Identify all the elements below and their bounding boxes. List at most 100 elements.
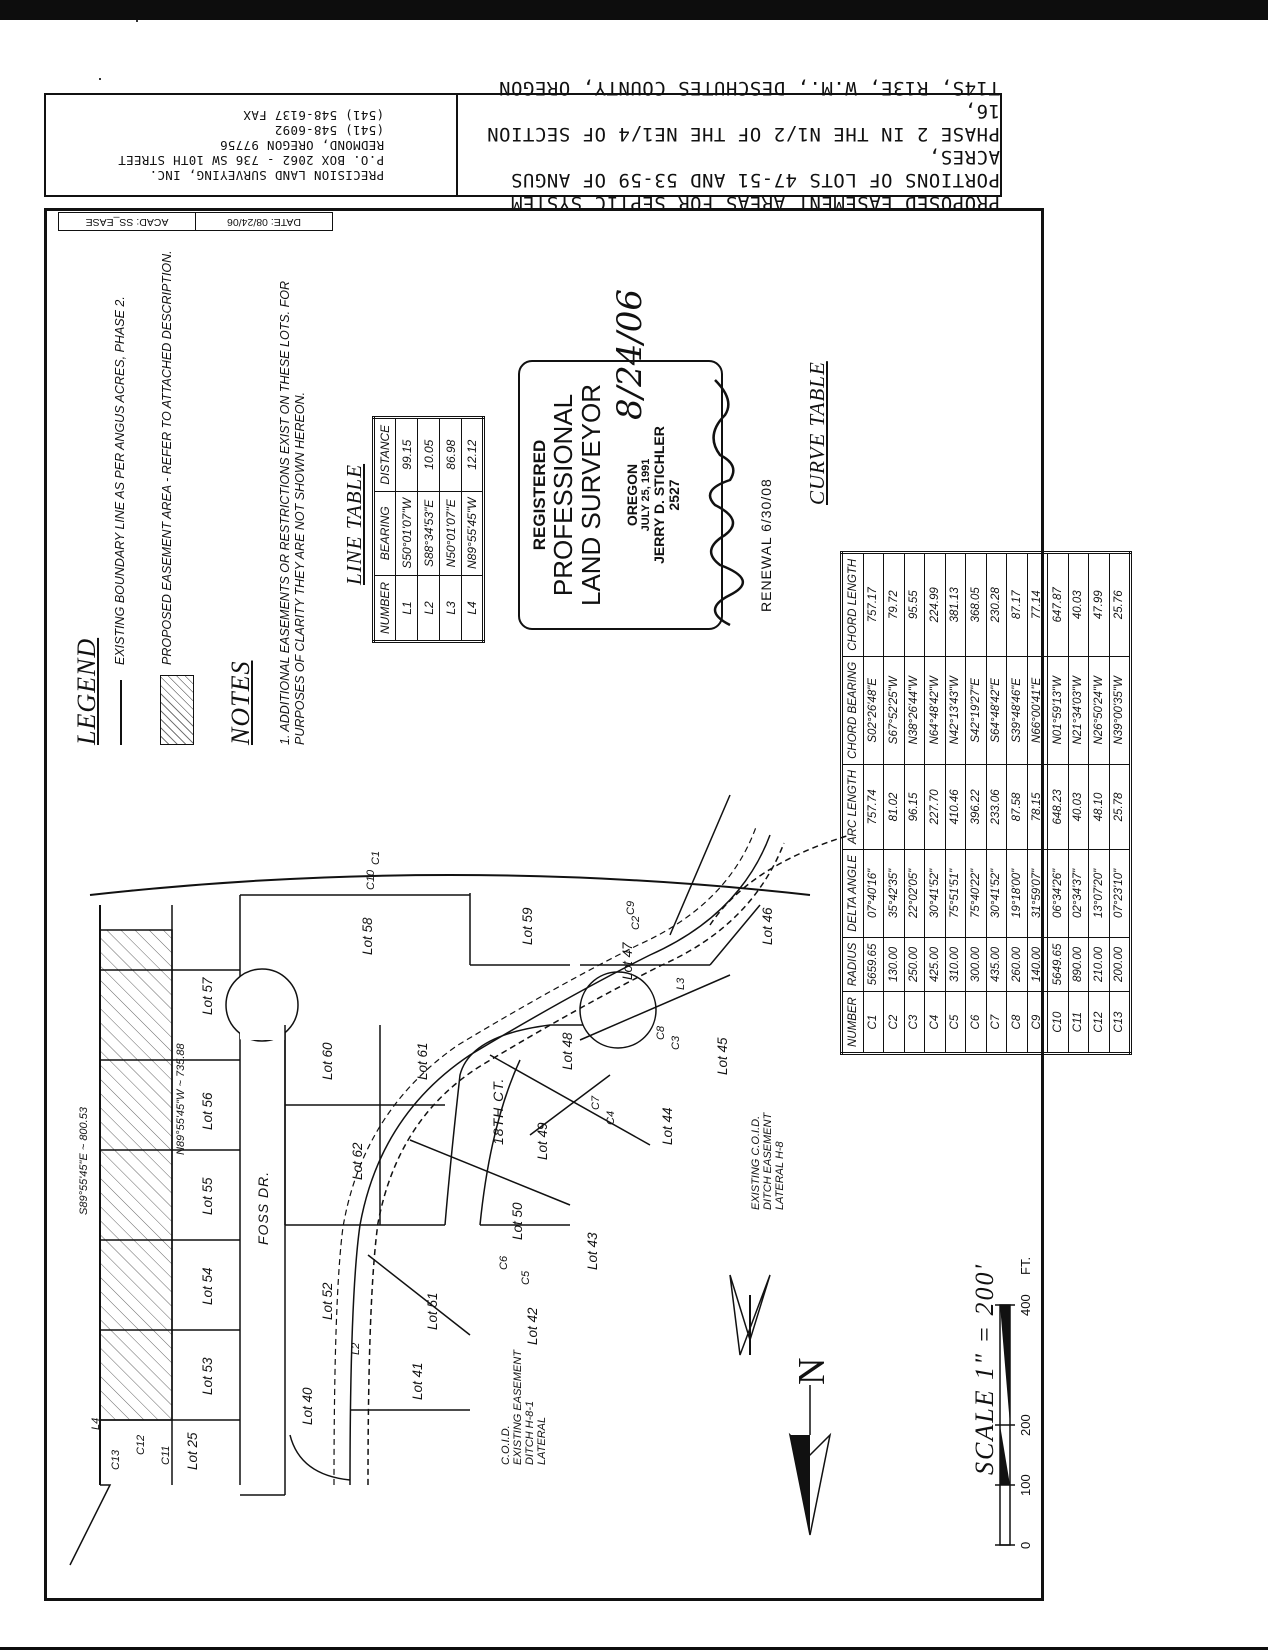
notes-title: NOTES	[226, 660, 255, 745]
lot-line	[367, 1254, 471, 1336]
table-header: NUMBER BEARING DISTANCE	[373, 417, 396, 642]
curve-label-c12: C12	[135, 1434, 147, 1455]
lot-label: Lot 54	[200, 1267, 215, 1305]
bearing-inner: N89°55'45"W ~ 735.88	[175, 1043, 187, 1155]
lot-label: Lot 49	[535, 1122, 550, 1160]
lot-label: Lot 43	[585, 1232, 600, 1270]
lot-label: Lot 25	[185, 1432, 200, 1470]
street-18th-ct: 18TH CT.	[490, 1077, 506, 1145]
lot-lines-60-62	[284, 1025, 445, 1226]
scale-tick: 200	[1018, 1414, 1033, 1436]
bearing-top: S89°55'45"E ~ 800.53	[78, 1107, 90, 1215]
scale-bar	[995, 1304, 1015, 1546]
curve-table-title: CURVE TABLE	[805, 361, 829, 505]
lot-label: Lot 55	[200, 1177, 215, 1215]
curve-label-c7: C7	[590, 1095, 602, 1110]
lot-line	[529, 1074, 611, 1136]
scan-speck	[136, 20, 138, 22]
curve-label-c3: C3	[670, 1035, 682, 1050]
title-block: PRECISION LAND SURVEYING, INC. P.O. BOX …	[44, 77, 1002, 214]
scan-bottom-edge	[0, 1647, 1268, 1650]
lot-label: Lot 47	[620, 942, 635, 980]
lot-label: Lot 57	[200, 977, 215, 1015]
line-table-title: LINE TABLE	[342, 463, 366, 585]
drawing-frame	[44, 208, 1044, 1601]
street-foss-dr: FOSS DR.	[255, 1170, 271, 1245]
company-address: P.O. BOX 2062 - 736 SW 10TH STREET	[117, 152, 385, 168]
legend-easement-symbol	[160, 675, 194, 745]
scale-tick: 400	[1018, 1294, 1033, 1316]
curve-label-c5: C5	[520, 1270, 532, 1285]
surveyor-signature	[708, 379, 744, 627]
title-line-3: PHASE 2 IN THE N1/2 OF THE NE1/4 OF SECT…	[486, 100, 1000, 145]
north-label: N	[791, 1356, 833, 1385]
line-label-l2: L2	[350, 1342, 362, 1355]
lot-label: Lot 44	[660, 1107, 675, 1145]
stamp-renewal: RENEWAL 6/30/08	[758, 478, 774, 612]
ditch-line-dashed	[333, 826, 757, 1486]
notes-text: 1. ADDITIONAL EASEMENTS OR RESTRICTIONS …	[278, 281, 307, 745]
curve-label-c11: C11	[160, 1445, 172, 1465]
ditch-line-dashed	[367, 842, 785, 1486]
company-fax: (541) 548-6137 FAX	[243, 107, 385, 123]
curve-label-c2: C2	[630, 915, 642, 930]
survey-drawing: Lot 25 Lot 40 Lot 41 Lot 42 Lot 43 Lot 4…	[50, 210, 1132, 1595]
north-arrow	[729, 1274, 832, 1536]
18th-ct-edge	[444, 1024, 615, 1226]
lot-line	[489, 1054, 651, 1146]
curve-label-c8: C8	[655, 1025, 667, 1040]
lot-line	[709, 904, 761, 966]
scan-top-edge	[0, 0, 1268, 20]
plat-map	[69, 794, 1015, 1566]
curve-label-c9: C9	[625, 900, 637, 915]
cul-de-sac-18th	[579, 971, 657, 1049]
scan-speck	[99, 78, 101, 80]
lot-label: Lot 50	[510, 1202, 525, 1240]
lot-label: Lot 53	[200, 1357, 215, 1395]
lot-label: Lot 59	[520, 907, 535, 945]
legend-title: LEGEND	[72, 637, 101, 745]
company-name: PRECISION LAND SURVEYING, INC.	[149, 167, 385, 183]
lot-label: Lot 58	[360, 917, 375, 955]
legend-easement-text: PROPOSED EASEMENT AREA - REFER TO ATTACH…	[160, 250, 174, 665]
lot-label: Lot 46	[760, 907, 775, 945]
curve-label-c13: C13	[110, 1449, 122, 1470]
signature-date: 8/24/06	[610, 288, 650, 420]
company-phone: (541) 548-6092	[274, 122, 385, 138]
scale-unit: FT.	[1018, 1256, 1033, 1275]
lot-label: Lot 61	[415, 1042, 430, 1080]
company-city: REDMOND, OREGON 97756	[219, 137, 385, 153]
title-line-2: PORTIONS OF LOTS 47-51 AND 53-59 OF ANGU…	[510, 146, 1001, 191]
lot-label: Lot 48	[560, 1032, 575, 1070]
curve-label-c4: C4	[605, 1110, 617, 1125]
easement-strip	[99, 929, 173, 1421]
legend-boundary-symbol	[120, 680, 122, 745]
lot-line	[669, 794, 731, 936]
scale-label: SCALE 1" = 200'	[970, 1262, 999, 1475]
lot-label: Lot 56	[200, 1092, 215, 1130]
lot-label: Lot 40	[300, 1387, 315, 1425]
lot-line	[579, 974, 731, 1041]
scale-tick: 100	[1018, 1474, 1033, 1496]
scale-tick: 0	[1018, 1541, 1033, 1549]
line-label-l3: L3	[675, 977, 687, 990]
lot-label: Lot 62	[350, 1142, 365, 1180]
lot-label: Lot 45	[715, 1037, 730, 1075]
east-boundary-c1	[89, 874, 811, 896]
